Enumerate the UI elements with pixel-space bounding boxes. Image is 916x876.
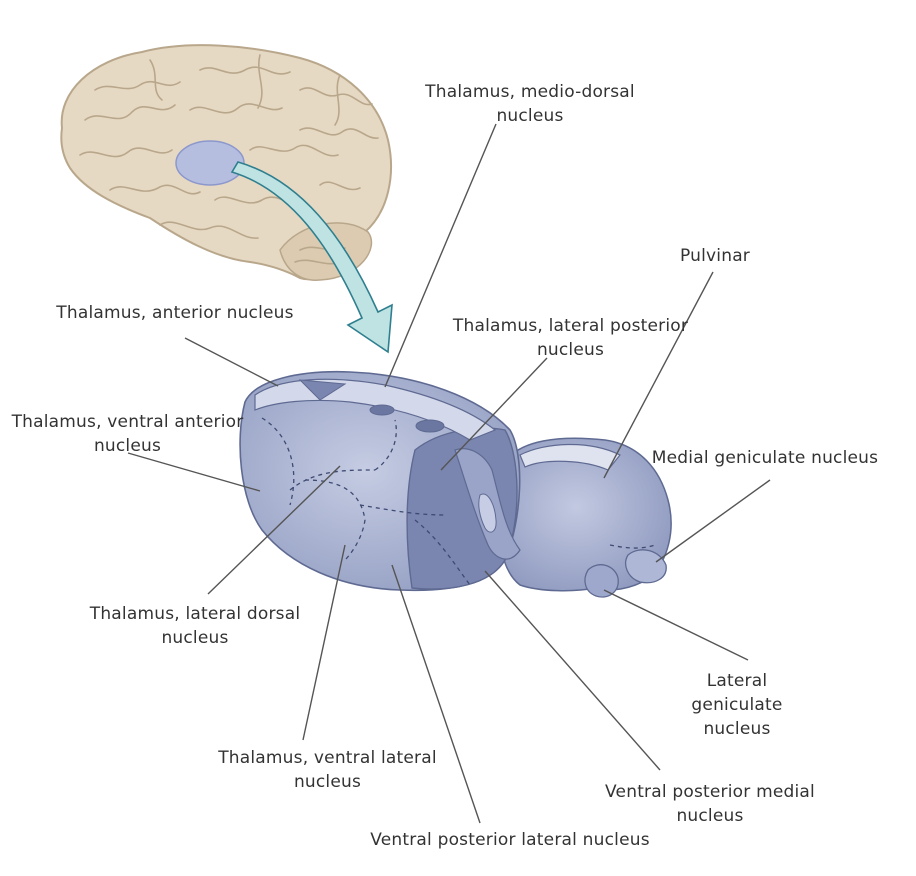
leader-ventral-posterior-medial [484, 570, 661, 771]
leader-lines [127, 123, 771, 824]
leader-ventral-lateral [302, 544, 346, 741]
leader-ventral-posterior-lateral [391, 564, 481, 824]
label-mediodorsal: Thalamus, medio-dorsal nucleus [425, 82, 635, 126]
label-lateral-geniculate: Lateral geniculate nucleus [691, 671, 783, 739]
label-ventral-lateral: Thalamus, ventral lateral nucleus [218, 748, 437, 792]
leader-anterior [184, 337, 279, 387]
leader-lateral-geniculate [603, 589, 749, 661]
label-lateral-dorsal: Thalamus, lateral dorsal nucleus [89, 604, 301, 648]
label-lateral-posterior: Thalamus, lateral posterior nucleus [452, 316, 689, 360]
leader-ventral-anterior [127, 452, 261, 492]
label-ventral-posterior-lateral: Ventral posterior lateral nucleus [370, 830, 650, 850]
leader-lateral-dorsal [207, 465, 341, 595]
leader-lateral-posterior [440, 357, 548, 471]
pointer-arrow [230, 161, 393, 354]
label-ventral-anterior: Thalamus, ventral anterior nucleus [11, 412, 244, 456]
label-pulvinar: Pulvinar [679, 246, 750, 266]
leader-medial-geniculate [655, 479, 771, 563]
label-anterior-nucleus: Thalamus, anterior nucleus [56, 303, 294, 323]
leader-mediodorsal [384, 123, 497, 388]
thalamus-body [239, 370, 672, 598]
leader-pulvinar [603, 271, 714, 479]
label-ventral-posterior-medial: Ventral posterior medial nucleus [605, 782, 815, 826]
label-medial-geniculate: Medial geniculate nucleus [651, 448, 879, 468]
